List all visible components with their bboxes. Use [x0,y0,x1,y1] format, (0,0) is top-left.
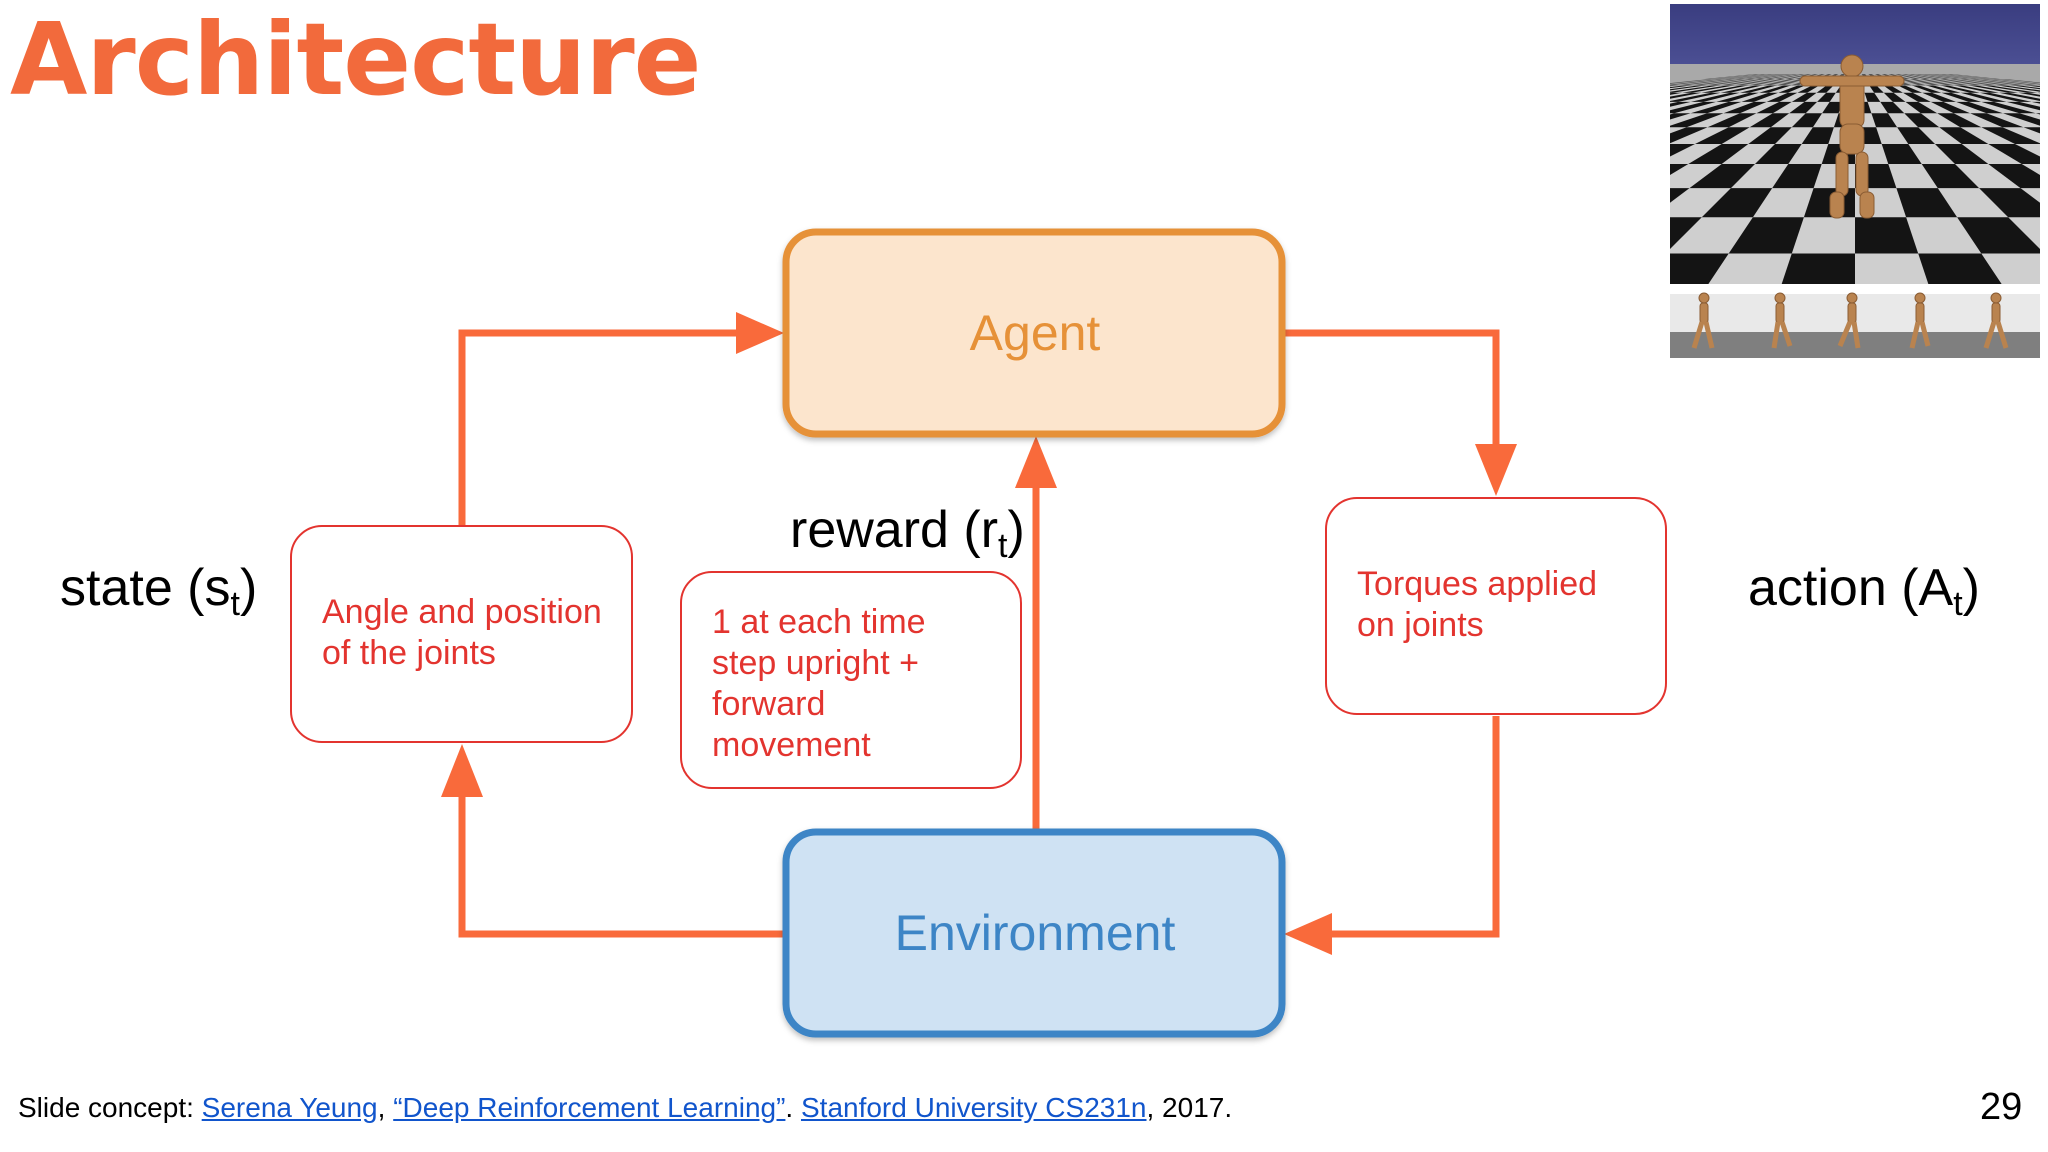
environment-box: Environment [782,828,1286,1038]
state-arrow-lower [458,797,785,938]
reward-note-line-1: 1 at each time [712,603,926,641]
footer-sep-2: . [785,1092,801,1123]
reward-note-line-2: step upright + [712,644,919,682]
course-title-link[interactable]: “Deep Reinforcement Learning” [393,1092,786,1123]
agent-box: Agent [782,228,1286,438]
action-arrow-upper [1285,329,1500,446]
arrowhead-into-agent-from-reward [1015,436,1057,488]
footer-prefix: Slide concept: [18,1092,202,1123]
state-label: state (st) [60,559,258,624]
humanoid-simulation-image [1670,4,2040,358]
footer-suffix: , 2017. [1146,1092,1233,1123]
page-number: 29 [1980,1086,2023,1128]
action-label: action (At) [1748,559,1980,624]
slide-title: Architecture [10,1,701,118]
action-arrow-lower [1330,716,1500,938]
state-note: Angle and position of the joints [290,525,633,743]
arrowhead-into-state-note [441,744,483,797]
environment-label: Environment [895,905,1176,961]
running-humanoid-sequence [1691,292,2009,349]
reward-note-line-4: movement [712,726,871,764]
action-note-line-2: on joints [1357,606,1484,644]
author-link[interactable]: Serena Yeung [201,1092,378,1123]
arrowhead-into-environment [1284,913,1332,955]
state-note-line-2: of the joints [322,634,496,672]
footer-sep-1: , [377,1092,394,1123]
action-note: Torques applied on joints [1325,497,1667,715]
humanoid-figure [1799,54,1905,219]
reward-note-line-3: forward [712,685,826,723]
reward-label: reward (rt) [790,501,1025,566]
course-link[interactable]: Stanford University CS231n [800,1092,1147,1123]
arrowhead-into-agent [736,312,784,354]
action-note-line-1: Torques applied [1357,565,1598,603]
slide-footer: Slide concept: Serena Yeung, “Deep Reinf… [18,1092,1232,1124]
reward-note: 1 at each time step upright + forward mo… [680,571,1022,789]
state-note-line-1: Angle and position [322,593,602,631]
agent-label: Agent [970,305,1101,361]
arrowhead-into-action-note [1475,444,1517,496]
state-arrow-upper [458,329,738,527]
